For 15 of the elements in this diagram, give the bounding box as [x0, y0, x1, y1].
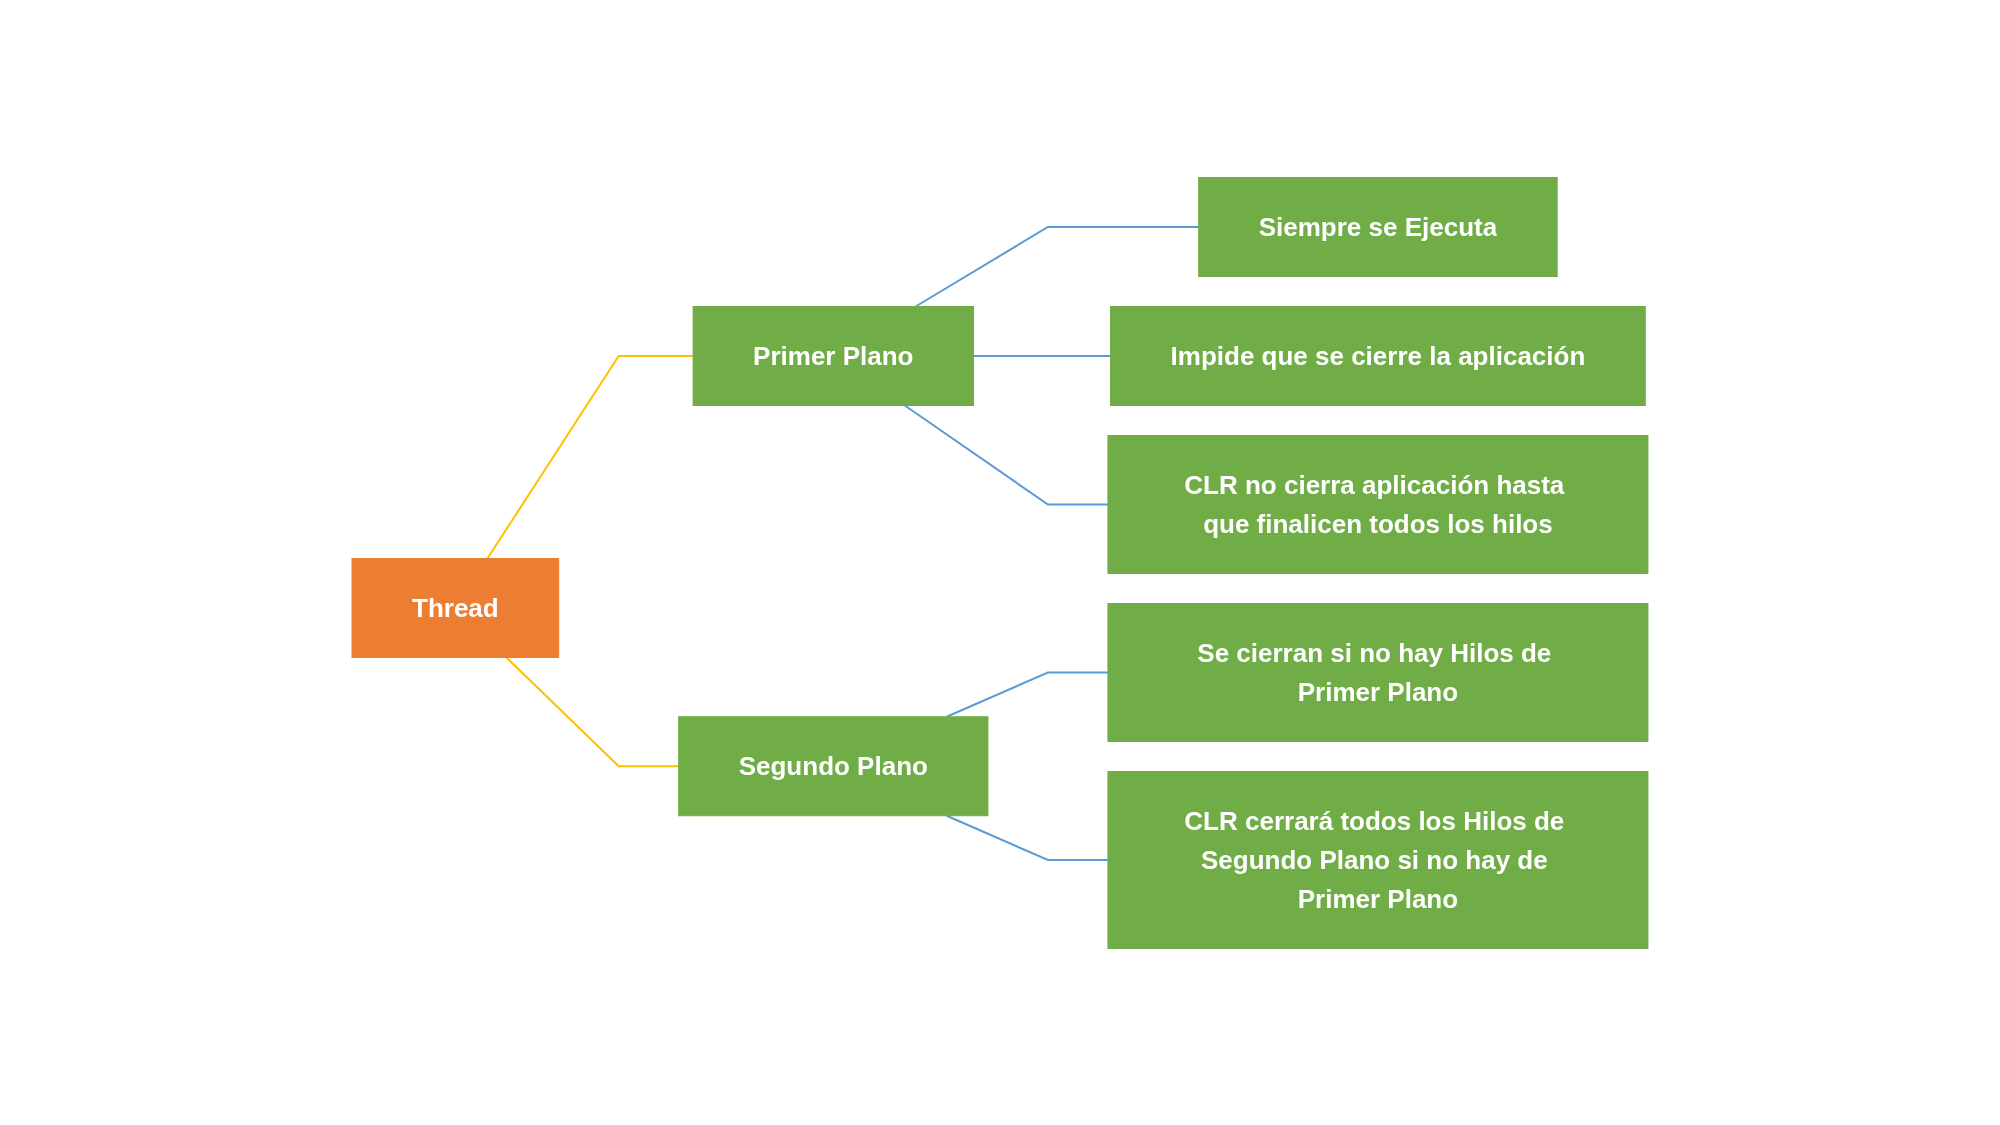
node-box: Primer Plano	[692, 305, 975, 406]
connector	[486, 354, 695, 559]
connector	[945, 671, 1109, 718]
node-box: CLR cerrará todos los Hilos de Segundo Plano si no hay de Primer Plano	[1107, 770, 1649, 949]
node-box: Impide que se cierre la aplicación	[1110, 305, 1646, 406]
connector	[914, 225, 1200, 307]
connector	[903, 404, 1109, 505]
node-box: Segundo Plano	[678, 715, 989, 816]
connector	[505, 656, 680, 767]
node-box: Thread	[351, 557, 560, 658]
connector	[972, 354, 1112, 357]
node-box: Siempre se Ejecuta	[1198, 176, 1558, 277]
node-box: CLR no cierra aplicación hasta que finalicen todos los hilos	[1107, 434, 1649, 574]
connector	[945, 814, 1109, 861]
node-box: Se cierran si no hay Hilos de Primer Plano	[1107, 602, 1649, 742]
